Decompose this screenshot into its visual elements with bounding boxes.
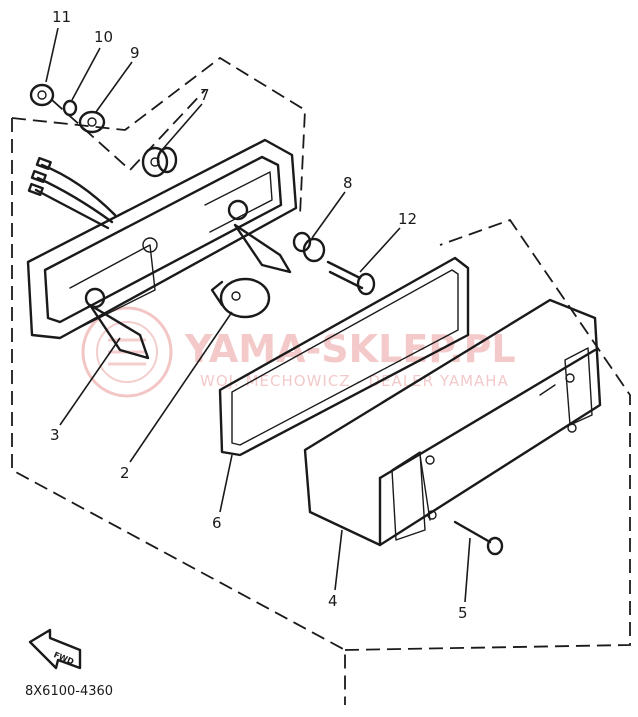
lens-screw-hole-3 xyxy=(565,373,575,383)
grommet-front xyxy=(141,146,169,178)
bulb-base xyxy=(210,280,224,307)
base-hole-right xyxy=(227,199,249,221)
lens-outline xyxy=(303,298,602,547)
wire-terminal-1 xyxy=(35,156,52,171)
lens-screw-hole-4 xyxy=(567,423,577,433)
boundary-top xyxy=(11,56,306,216)
lamp-base xyxy=(26,138,298,360)
forward-arrow-icon xyxy=(28,628,82,670)
forward-arrow: FWD xyxy=(28,628,82,670)
bolt-head xyxy=(356,272,376,296)
callout-6: 6 xyxy=(212,514,222,532)
nut-hole xyxy=(37,90,47,100)
hardware-stack xyxy=(29,83,106,134)
watermark-brand: YAMA-SKLEP.PL xyxy=(184,327,516,371)
lens-screw-hole-2 xyxy=(427,510,437,520)
base-socket-left xyxy=(69,244,156,331)
part-code: 8X6100-4360 xyxy=(25,684,113,699)
wire-terminal-2 xyxy=(30,169,47,184)
watermark: YAMA-SKLEP.PL WOJ. MECHOWICZ - DEALER YA… xyxy=(81,306,516,398)
leader-12 xyxy=(359,227,401,273)
grommet xyxy=(141,146,178,178)
screw-shank xyxy=(453,520,492,544)
leader-lines xyxy=(45,27,471,603)
spacer-end xyxy=(292,231,312,253)
callout-9: 9 xyxy=(130,44,140,62)
leader-4 xyxy=(334,529,343,591)
leader-3 xyxy=(59,337,121,426)
lens-reflector-left xyxy=(391,451,426,541)
boundary-right xyxy=(344,218,631,651)
lens xyxy=(303,298,602,547)
wire-terminal-3 xyxy=(27,182,44,197)
lens-detail xyxy=(419,384,556,521)
lock-washer xyxy=(62,99,78,117)
lens-reflector-right xyxy=(564,347,593,426)
callout-10: 10 xyxy=(94,28,113,46)
watermark-logo-ring xyxy=(81,306,173,398)
spacer-and-bolt xyxy=(292,231,376,296)
lens-screw-hole-1 xyxy=(425,455,435,465)
gasket-inner xyxy=(231,269,459,446)
gasket xyxy=(218,256,470,457)
wire-harness xyxy=(27,156,117,230)
wire-1 xyxy=(40,163,117,217)
callout-11: 11 xyxy=(52,8,71,26)
leader-2 xyxy=(129,311,233,463)
base-mount-stud-right xyxy=(233,223,292,274)
base-socket-right xyxy=(204,171,273,233)
callout-4: 4 xyxy=(328,592,338,610)
lens-screw xyxy=(453,520,504,556)
flat-washer-hole xyxy=(87,117,97,127)
leader-8 xyxy=(311,191,346,239)
boundary-hardware xyxy=(51,89,206,172)
bulb-filament xyxy=(231,291,241,301)
leader-6 xyxy=(219,454,233,513)
watermark-logo-inner xyxy=(96,321,158,383)
callout-3: 3 xyxy=(50,426,60,444)
watermark-subtitle: WOJ. MECHOWICZ - DEALER YAMAHA xyxy=(200,372,509,390)
callout-12: 12 xyxy=(398,210,417,228)
callout-2: 2 xyxy=(120,464,130,482)
grommet-hole xyxy=(150,157,160,167)
callout-8: 8 xyxy=(343,174,353,192)
callout-labels: 11 10 9 7 8 12 3 2 6 4 5 xyxy=(50,8,468,622)
base-hole-left xyxy=(84,287,106,309)
boundary-left xyxy=(11,118,346,705)
leader-7 xyxy=(161,103,203,151)
callout-7: 7 xyxy=(200,86,210,104)
flat-washer xyxy=(78,110,106,134)
bulb xyxy=(210,277,271,319)
wire-2 xyxy=(36,176,114,224)
base-mount-stud-left xyxy=(88,303,150,360)
bulb-glass xyxy=(219,277,271,319)
leader-9 xyxy=(95,61,133,113)
leader-10 xyxy=(71,47,101,101)
lens-top-edge xyxy=(378,348,597,480)
base-socket-hole xyxy=(142,237,158,253)
spacer-flange xyxy=(302,237,326,263)
callout-5: 5 xyxy=(458,604,468,622)
assembly-boundary xyxy=(11,56,631,705)
base-inner-rim xyxy=(43,155,283,324)
screw-head xyxy=(486,536,504,556)
base-outline xyxy=(26,138,298,340)
gasket-outer xyxy=(218,256,470,457)
leader-5 xyxy=(464,537,471,603)
wire-3 xyxy=(34,188,110,230)
nut xyxy=(29,83,55,107)
bolt-shank xyxy=(326,260,364,290)
leader-11 xyxy=(45,27,59,83)
